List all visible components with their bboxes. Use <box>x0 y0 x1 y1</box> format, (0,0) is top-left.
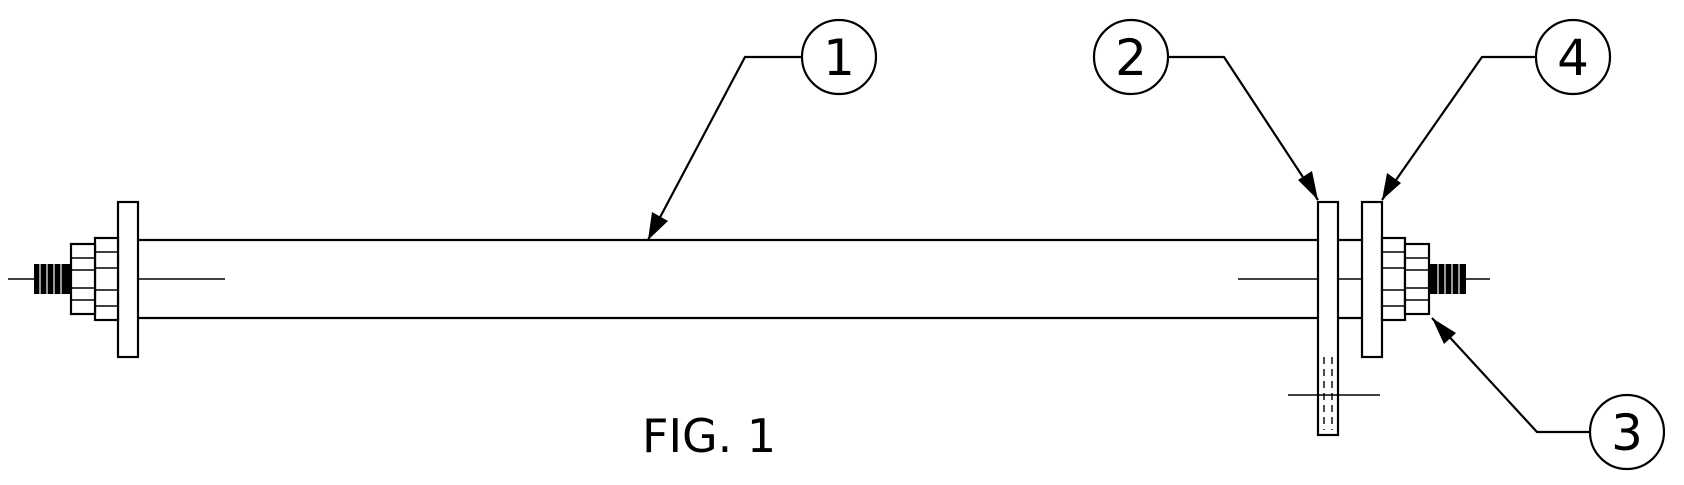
callout-balloon-4: 4 <box>1534 18 1612 96</box>
leader-2 <box>1168 55 1319 201</box>
callout-label-4: 4 <box>1557 29 1589 87</box>
callout-balloon-2: 2 <box>1092 18 1170 96</box>
left-threaded-stud <box>34 262 71 296</box>
right-flange-plate-with-tab <box>1288 200 1380 437</box>
right-nut-assembly <box>1380 236 1431 322</box>
pipe-body <box>138 238 1362 320</box>
callout-balloon-3: 3 <box>1588 393 1666 471</box>
left-flange-plate <box>116 200 140 359</box>
callout-label-1: 1 <box>823 29 855 87</box>
left-nut-assembly <box>69 236 120 322</box>
leader-1 <box>647 55 801 241</box>
leader-3 <box>1431 317 1590 434</box>
figure-caption: FIG. 1 <box>642 409 776 463</box>
callout-balloon-1: 1 <box>800 18 878 96</box>
mating-plate <box>1360 200 1384 359</box>
right-threaded-stud <box>1429 262 1466 296</box>
leader-4 <box>1381 55 1536 201</box>
callout-label-2: 2 <box>1115 29 1147 87</box>
callout-label-3: 3 <box>1611 404 1643 462</box>
